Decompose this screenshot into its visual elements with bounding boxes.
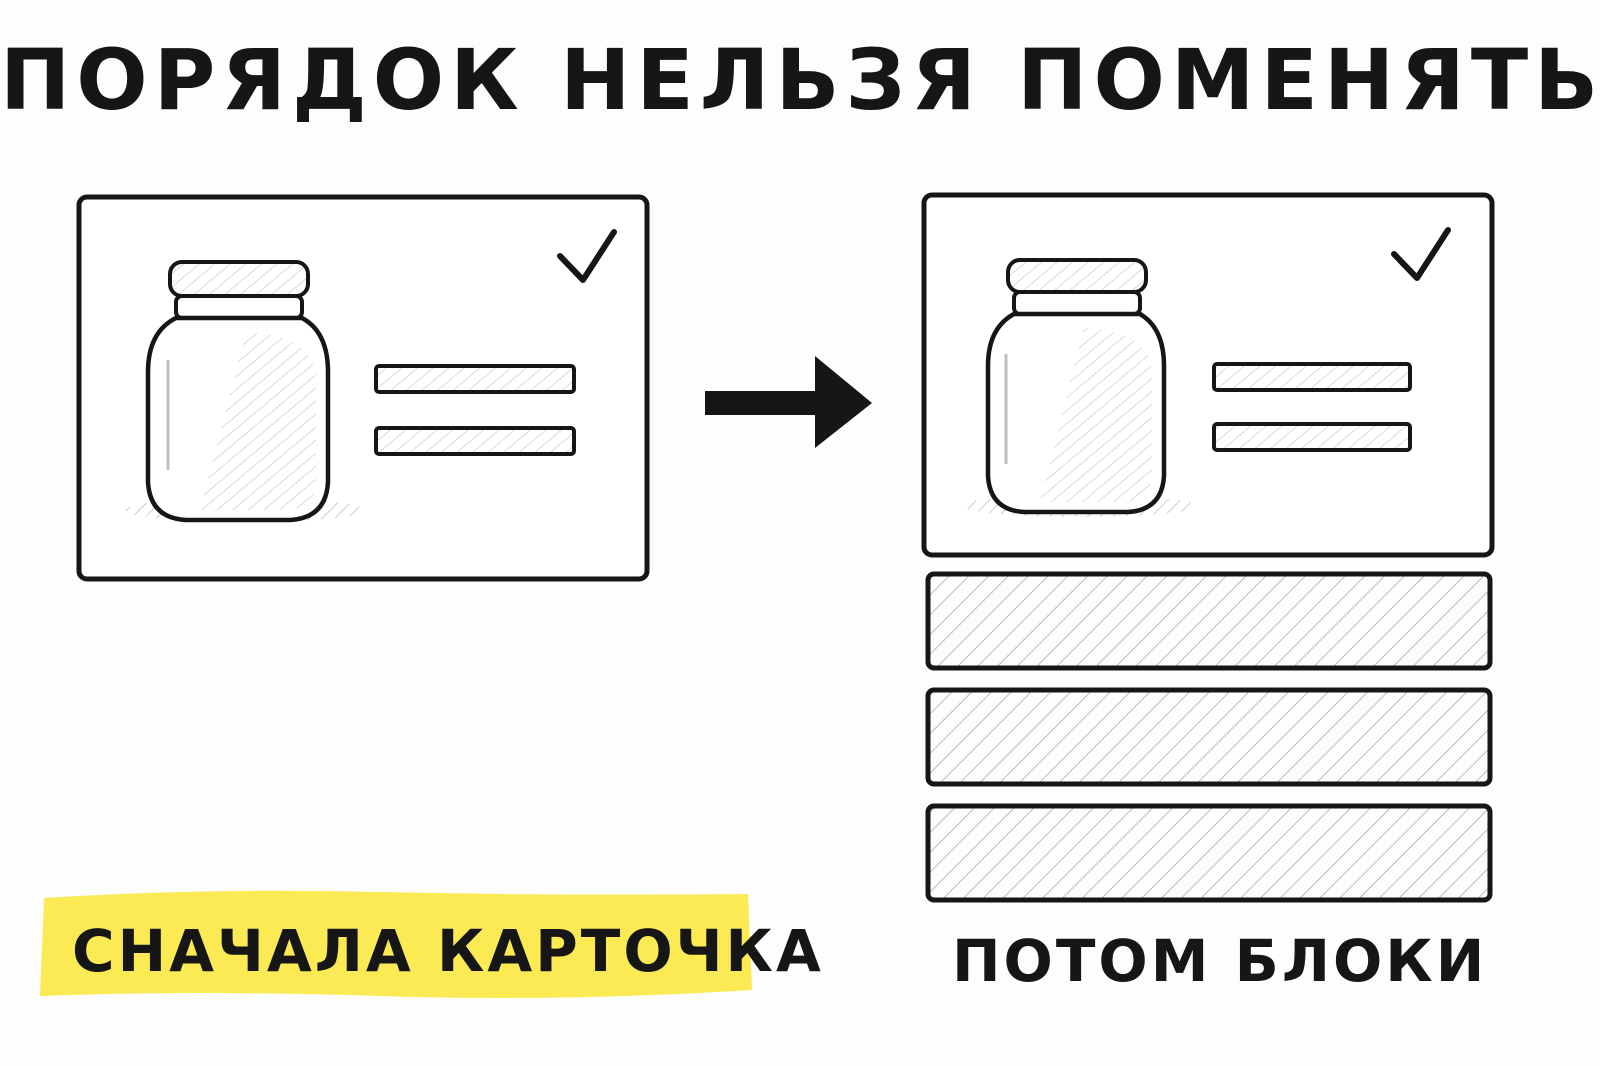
checkmark-icon (1391, 227, 1451, 281)
content-block (925, 803, 1493, 903)
card-before (76, 194, 650, 582)
caption-blocks-next: ПОТОМ БЛОКИ (952, 927, 1488, 995)
checkmark-icon (557, 229, 617, 283)
card-line (374, 426, 576, 456)
caption-card-first: СНАЧАЛА КАРТОЧКА (72, 917, 824, 985)
jar-icon (962, 258, 1198, 517)
arrow-right-icon (705, 356, 872, 448)
card-after (921, 192, 1495, 558)
jar-icon (125, 260, 365, 523)
page-title: ПОРЯДОК НЕЛЬЗЯ ПОМЕНЯТЬ (0, 31, 1600, 129)
caption-highlight (40, 890, 752, 998)
content-block (925, 687, 1493, 787)
card-line (374, 364, 576, 394)
card-line (1212, 362, 1412, 392)
content-blocks (925, 571, 1493, 903)
card-line (1212, 422, 1412, 452)
content-block (925, 571, 1493, 671)
